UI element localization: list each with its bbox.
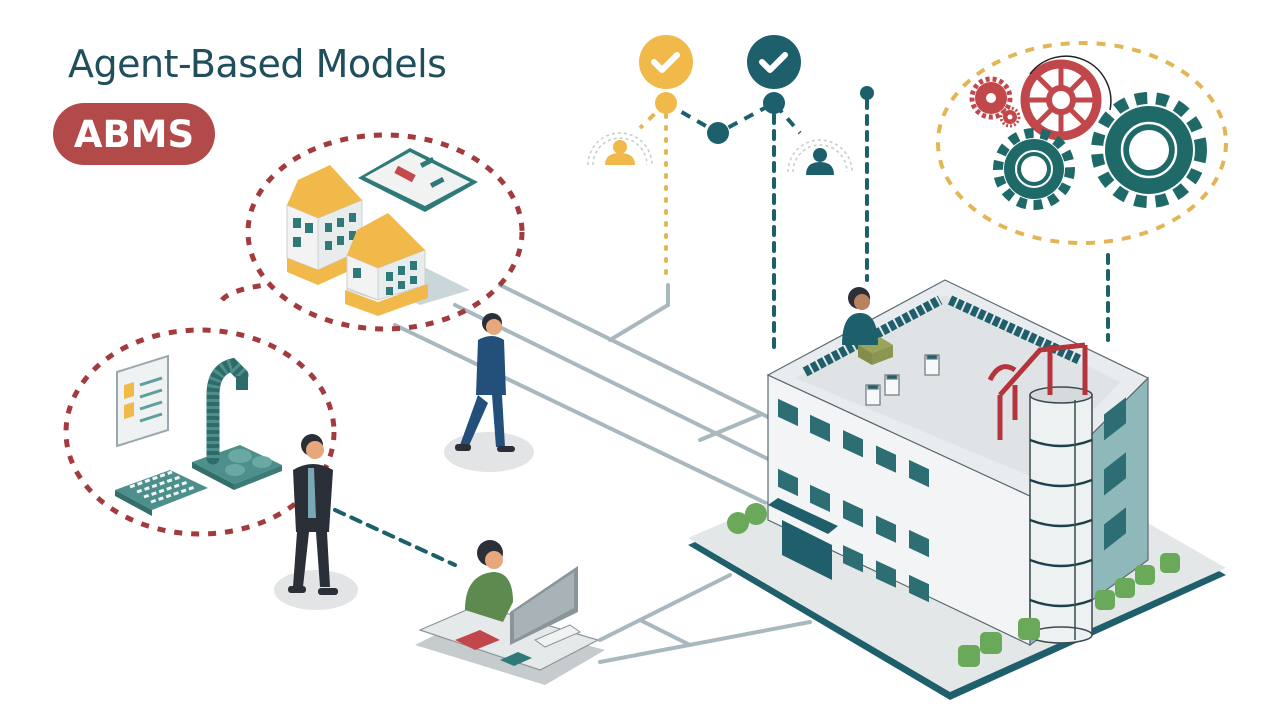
walking-businessman xyxy=(444,313,534,472)
roof-crane xyxy=(987,342,1088,440)
standing-businessman xyxy=(274,434,358,610)
silo xyxy=(1029,386,1093,644)
ground-paths xyxy=(393,283,812,664)
person-icon xyxy=(813,148,827,162)
checkmark-icon xyxy=(759,52,788,73)
checkmark-icon xyxy=(651,52,680,73)
rooftop-worker xyxy=(842,287,878,345)
teal-gear xyxy=(993,128,1075,210)
red-steering-gear xyxy=(1020,55,1112,141)
red-gear-small xyxy=(999,106,1021,128)
shrubs xyxy=(727,503,767,534)
rooftop-units xyxy=(865,354,940,406)
agent-node-yellow xyxy=(587,132,653,166)
abms-badge: ABMS xyxy=(53,103,215,165)
red-gear-small xyxy=(969,76,1013,120)
computer-operator xyxy=(415,540,605,685)
page-title: Agent-Based Models xyxy=(68,42,447,86)
keypad xyxy=(115,470,208,516)
gears-cluster xyxy=(936,41,1228,245)
connector-lines xyxy=(333,98,1110,567)
housing-cluster xyxy=(245,132,525,332)
floor-plan-tablet xyxy=(358,148,478,212)
lab-cluster xyxy=(63,282,337,537)
teal-gear xyxy=(1091,92,1207,208)
house xyxy=(345,213,428,316)
robotic-arm xyxy=(192,357,282,490)
shrubs xyxy=(958,553,1180,667)
central-facility xyxy=(688,279,1226,700)
windows xyxy=(778,398,929,603)
person-icon xyxy=(613,140,627,154)
agent-network xyxy=(587,35,874,175)
agent-node-teal xyxy=(787,139,853,175)
entrance xyxy=(768,498,838,580)
dashboard-panel xyxy=(116,354,169,448)
